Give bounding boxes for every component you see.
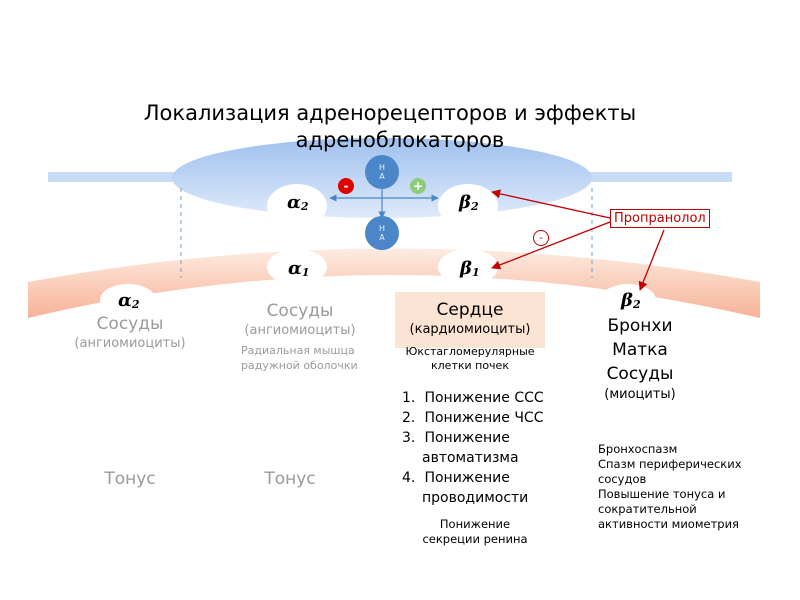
effect-line: Спазм периферических xyxy=(598,457,742,471)
alpha1-extra-line2: радужной оболочки xyxy=(241,359,358,372)
receptor-alpha2-presynaptic: α2 xyxy=(287,192,309,213)
list-item: 3. Понижение xyxy=(402,430,510,446)
beta1-cells: (кардиомиоциты) xyxy=(409,322,531,337)
receptor-beta2-organs: β2 xyxy=(621,290,641,311)
block-arrow-beta1 xyxy=(491,221,611,270)
node-label: Н xyxy=(378,163,385,172)
page-title-line2: адреноблокаторов xyxy=(295,128,505,152)
beta2-organ-vessels: Сосуды xyxy=(606,364,674,384)
node-label: Н xyxy=(378,224,385,233)
heart-highlight xyxy=(395,292,545,348)
beta1-extra-line2: клетки почек xyxy=(431,359,509,372)
receptor-site-beta1 xyxy=(438,249,498,285)
receptor-alpha1: α1 xyxy=(288,258,310,279)
renin-line2: секреции ренина xyxy=(422,532,528,546)
receptor-site-beta2-organs xyxy=(600,284,656,316)
inhibition-sign: - xyxy=(338,178,354,194)
beta2-organ-uterus: Матка xyxy=(612,340,668,360)
block-minus-sign: - xyxy=(533,230,549,246)
alpha2-effect: Тонус xyxy=(104,469,156,489)
effect-line: Повышение тонуса и xyxy=(598,487,726,501)
stimulation-sign: + xyxy=(410,178,426,194)
alpha1-extra-line1: Радиальная мышца xyxy=(241,344,355,357)
beta2-organ-bronchi: Бронхи xyxy=(607,316,673,336)
block-arrow-beta2 xyxy=(491,189,611,219)
alpha1-organ: Сосуды xyxy=(266,301,334,321)
postsynaptic-membrane xyxy=(28,248,760,318)
alpha2-organ: Сосуды xyxy=(96,314,164,334)
effect-line: Бронхоспазм xyxy=(598,442,678,456)
receptor-site-alpha2-vessels xyxy=(100,284,156,316)
propranolol-label: Пропранолол xyxy=(610,209,710,228)
beta2-effects: Бронхоспазм Спазм периферических сосудов… xyxy=(598,442,742,532)
node-label: А xyxy=(379,172,385,181)
receptor-beta2-presynaptic: β2 xyxy=(459,192,479,213)
noradrenaline-node-bottom: Н А xyxy=(365,216,399,250)
beta1-extra-line1: Юкстагломерулярные xyxy=(405,345,535,358)
effect-line: сосудов xyxy=(598,472,647,486)
effect-line: сократительной xyxy=(598,502,697,516)
page-title-line1: Локализация адренорецепторов и эффекты xyxy=(143,101,637,125)
effect-line: активности миометрия xyxy=(598,517,739,531)
noradrenaline-node-top: Н А xyxy=(365,155,399,189)
list-item: 2. Понижение ЧСС xyxy=(402,410,544,426)
list-item-continuation: автоматизма xyxy=(422,450,519,466)
receptor-site-beta2 xyxy=(438,184,498,228)
alpha1-cells: (ангиомиоциты) xyxy=(244,323,356,338)
renin-line1: Понижение xyxy=(439,517,511,531)
beta2-cells: (миоциты) xyxy=(604,387,676,402)
alpha1-effect: Тонус xyxy=(264,469,316,489)
heart-effects-list: 1. Понижение ССС 2. Понижение ЧСС 3. Пон… xyxy=(402,388,544,508)
alpha2-cells: (ангиомиоциты) xyxy=(74,336,186,351)
receptor-site-alpha2 xyxy=(267,184,327,228)
block-arrow-beta2-organs xyxy=(638,229,665,291)
node-label: А xyxy=(379,233,385,242)
receptor-alpha2-vessels: α2 xyxy=(118,290,140,311)
list-item: 4. Понижение xyxy=(402,470,510,486)
list-item-continuation: проводимости xyxy=(422,490,529,506)
receptor-beta1: β1 xyxy=(460,258,480,279)
beta1-organ: Сердце xyxy=(436,300,504,320)
receptor-site-alpha1 xyxy=(267,249,327,285)
list-item: 1. Понижение ССС xyxy=(402,390,544,406)
